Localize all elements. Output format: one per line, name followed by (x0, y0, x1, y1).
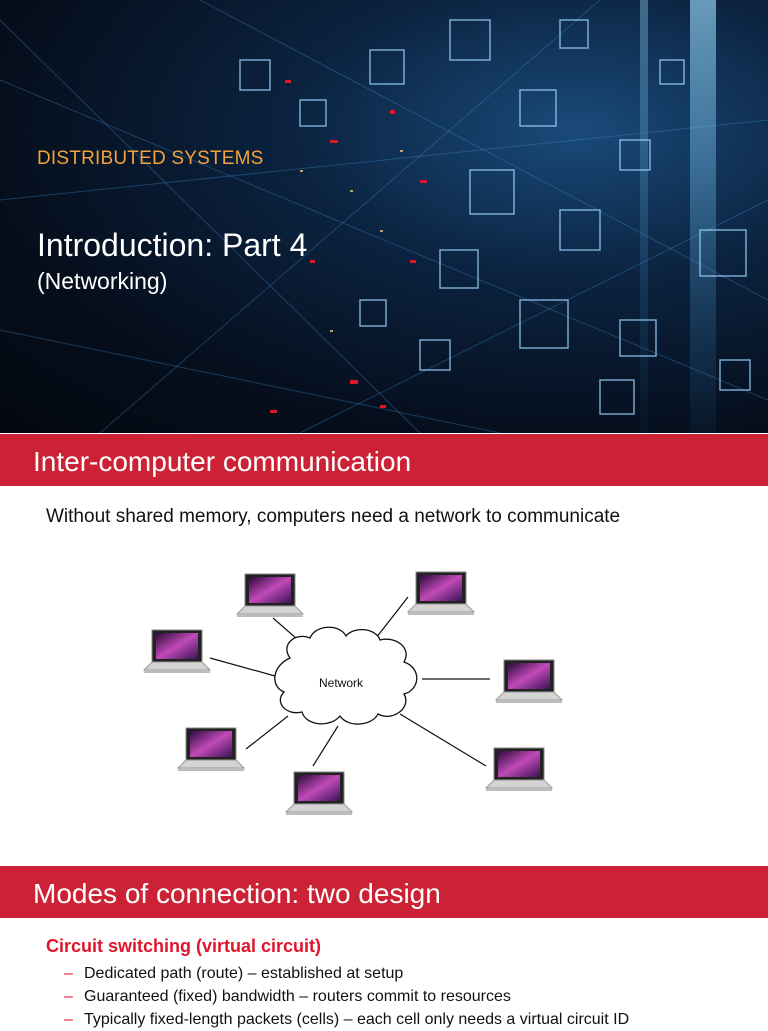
dash-icon: – (64, 988, 73, 1005)
list-item: –Typically fixed-length packets (cells) … (64, 1008, 629, 1031)
link-line (375, 596, 409, 639)
laptop-icon (285, 771, 353, 816)
list-item-text: Guaranteed (fixed) bandwidth – routers c… (84, 988, 511, 1005)
lead-text: Without shared memory, computers need a … (46, 506, 621, 527)
list-item-text: Typically fixed-length packets (cells) –… (84, 1011, 630, 1028)
dash-icon: – (64, 965, 73, 982)
laptop-icon (236, 573, 304, 618)
section-header-bar: Modes of connection: two design (0, 866, 768, 918)
list-item: –Dedicated path (route) – established at… (64, 962, 629, 985)
slide-title: Introduction: Part 4 (37, 227, 308, 263)
slide-subtitle: (Networking) (37, 268, 168, 294)
dash-icon: – (64, 1011, 73, 1028)
network-label: Network (319, 676, 364, 690)
background-graphic (0, 0, 768, 433)
section-header-bar: Inter-computer communication (0, 434, 768, 486)
title-slide: DISTRIBUTED SYSTEMS Introduction: Part 4… (0, 0, 768, 433)
laptop-icon (143, 629, 211, 674)
laptop-icon (407, 571, 475, 616)
link-line (399, 713, 487, 767)
course-title: DISTRIBUTED SYSTEMS (37, 148, 264, 169)
subheading: Circuit switching (virtual circuit) (46, 936, 322, 956)
link-line (209, 657, 276, 677)
network-cloud-icon (274, 626, 418, 725)
list-item: –Guaranteed (fixed) bandwidth – routers … (64, 985, 629, 1008)
bullet-list: –Dedicated path (route) – established at… (64, 962, 629, 1031)
list-item-text: Dedicated path (route) – established at … (84, 965, 404, 982)
laptop-icon (495, 659, 563, 704)
section-heading: Modes of connection: two design (33, 878, 441, 909)
link-line (245, 715, 289, 750)
laptop-icon (177, 727, 245, 772)
laptop-icon (485, 747, 553, 792)
link-line (312, 725, 339, 767)
network-diagram: Network (143, 571, 563, 816)
section-heading: Inter-computer communication (33, 446, 412, 477)
